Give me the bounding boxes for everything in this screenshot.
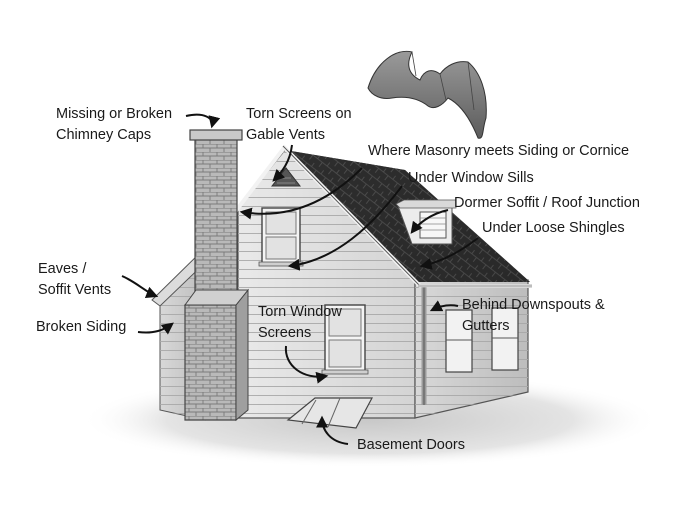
dormer-roof (395, 199, 457, 209)
label-gable-vents: Torn Screens on Gable Vents (246, 104, 352, 146)
gable-trim (233, 146, 286, 214)
arrow-loose-shingles (419, 237, 479, 270)
arrow-torn-window (284, 345, 329, 384)
arrow-masonry (239, 167, 363, 220)
arrow-eaves (121, 275, 159, 298)
arrow-dormer (410, 209, 449, 234)
label-chimney-caps: Missing or Broken Chimney Caps (56, 104, 172, 146)
label-broken-siding: Broken Siding (36, 317, 126, 338)
label-eaves-line2: Soffit Vents (38, 282, 112, 298)
arrow-gable-vents (272, 144, 293, 182)
label-dormer: Dormer Soffit / Roof Junction (454, 193, 640, 214)
label-torn-window-line2: Screens (258, 325, 312, 341)
label-chimney-caps-line1: Missing or Broken (56, 106, 173, 122)
basement-doors (286, 397, 373, 429)
chimney-cap (189, 129, 243, 141)
label-loose-shingles: Under Loose Shingles (482, 218, 625, 239)
dormer-window (419, 211, 447, 239)
arrow-basement (316, 415, 349, 445)
label-torn-window: Torn Window Screens (258, 302, 342, 344)
label-masonry: Where Masonry meets Siding or Cornice (368, 141, 629, 162)
label-chimney-caps-line2: Chimney Caps (56, 127, 152, 143)
arrow-broken-siding (137, 322, 174, 335)
chimney-base (184, 304, 237, 421)
label-masonry-line1: Where Masonry meets Siding or Cornice (368, 143, 630, 159)
bat-icon (367, 50, 487, 139)
arrow-chimney-caps (185, 113, 221, 129)
annotation-arrows (121, 113, 479, 445)
label-torn-window-line1: Torn Window (258, 304, 342, 320)
label-eaves-line1: Eaves / (38, 261, 87, 277)
label-dormer-line1: Dormer Soffit / Roof Junction (454, 195, 640, 211)
side-window-2 (491, 307, 519, 371)
label-gable-vents-line1: Torn Screens on (246, 106, 352, 122)
label-downspouts-line1: Behind Downspouts & (462, 297, 605, 313)
label-downspouts: Behind Downspouts & Gutters (462, 295, 605, 337)
side-window-1 (445, 309, 473, 373)
label-loose-shingles-line1: Under Loose Shingles (482, 220, 625, 236)
arrow-window-sills (287, 185, 403, 271)
label-window-sills: Under Window Sills (408, 168, 534, 189)
arrow-downspouts (429, 300, 459, 312)
label-gable-vents-line2: Gable Vents (246, 127, 325, 143)
label-basement-line1: Basement Doors (357, 437, 465, 453)
label-window-sills-line1: Under Window Sills (408, 170, 534, 186)
label-basement: Basement Doors (357, 435, 465, 456)
label-broken-siding-line1: Broken Siding (36, 319, 127, 335)
label-eaves: Eaves / Soffit Vents (38, 259, 111, 301)
label-downspouts-line2: Gutters (462, 318, 510, 334)
chimney-stack (194, 134, 238, 306)
